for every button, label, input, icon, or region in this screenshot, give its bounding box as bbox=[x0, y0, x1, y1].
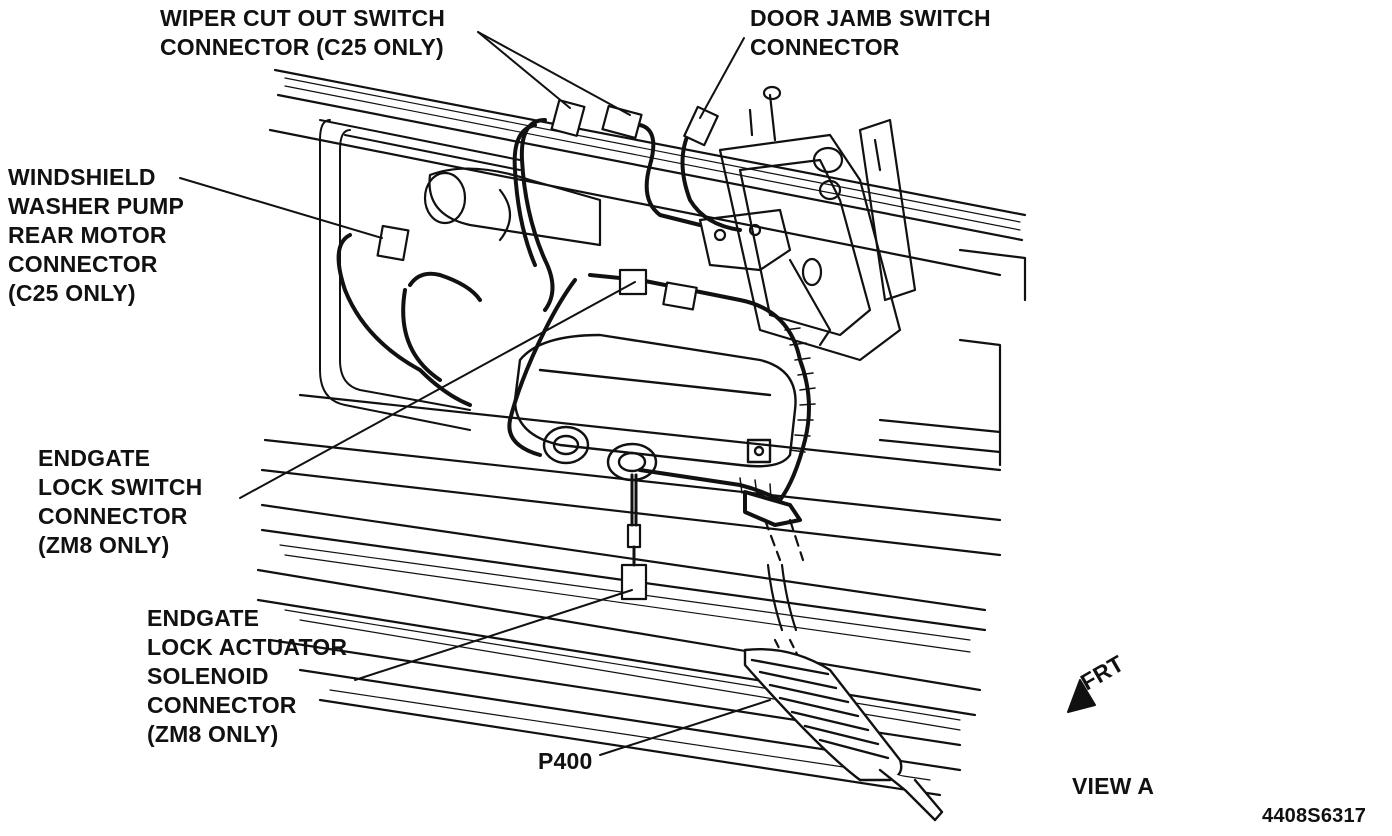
label-line: WASHER PUMP bbox=[8, 193, 184, 219]
label-line: (ZM8 ONLY) bbox=[147, 721, 279, 747]
front-arrow-icon bbox=[1067, 679, 1096, 713]
p400-label: P400 bbox=[538, 748, 593, 774]
label-line: CONNECTOR bbox=[38, 503, 188, 529]
label-line: CONNECTOR (C25 ONLY) bbox=[160, 34, 444, 60]
p400-harness bbox=[763, 518, 805, 662]
leader-lines bbox=[179, 31, 771, 756]
label-line: (ZM8 ONLY) bbox=[38, 532, 170, 558]
label-line: CONNECTOR bbox=[750, 34, 900, 60]
actuator-housing bbox=[513, 333, 797, 482]
label-line: WINDSHIELD bbox=[8, 164, 156, 190]
pigtail-wire bbox=[630, 473, 638, 567]
endgate-lock-actuator-label: ENDGATE LOCK ACTUATOR SOLENOID CONNECTOR… bbox=[147, 604, 347, 749]
inner-recess bbox=[319, 119, 521, 431]
label-line: ENDGATE bbox=[38, 445, 151, 471]
label-line: (C25 ONLY) bbox=[8, 280, 136, 306]
view-label: VIEW A bbox=[1072, 773, 1155, 799]
label-line: DOOR JAMB SWITCH bbox=[750, 5, 991, 31]
wiring-harness bbox=[336, 118, 811, 527]
p400-grommet bbox=[743, 648, 944, 822]
label-line: WIPER CUT OUT SWITCH bbox=[160, 5, 446, 31]
label-line: ENDGATE bbox=[147, 605, 260, 631]
latch-mechanism bbox=[698, 85, 917, 362]
washer-motor-body bbox=[423, 167, 602, 247]
door-jamb-switch-label: DOOR JAMB SWITCH CONNECTOR bbox=[750, 4, 991, 62]
endgate-lock-switch-label: ENDGATE LOCK SWITCH CONNECTOR (ZM8 ONLY) bbox=[38, 444, 202, 560]
harness-wrap bbox=[739, 327, 816, 500]
label-line: SOLENOID bbox=[147, 663, 269, 689]
label-line: LOCK ACTUATOR bbox=[147, 634, 348, 660]
label-line: REAR MOTOR bbox=[8, 222, 167, 248]
label-line: CONNECTOR bbox=[8, 251, 158, 277]
figure-id: 4408S6317 bbox=[1262, 805, 1367, 827]
label-line: CONNECTOR bbox=[147, 692, 297, 718]
endgate-panel bbox=[256, 68, 1027, 797]
wiper-cut-out-switch-label: WIPER CUT OUT SWITCH CONNECTOR (C25 ONLY… bbox=[160, 4, 445, 62]
washer-pump-connector-label: WINDSHIELD WASHER PUMP REAR MOTOR CONNEC… bbox=[8, 163, 184, 308]
panel-hatching bbox=[279, 77, 1021, 781]
label-line: LOCK SWITCH bbox=[38, 474, 203, 500]
connector-shapes bbox=[376, 99, 719, 601]
